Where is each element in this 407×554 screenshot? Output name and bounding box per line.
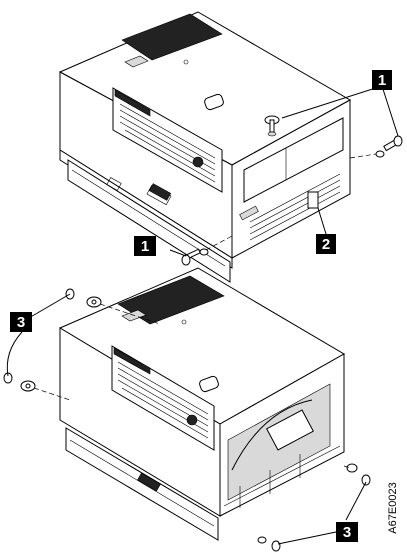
svg-text:3: 3: [17, 314, 25, 331]
figure-id-text: A67E0023: [387, 482, 399, 533]
figure-id: A67E0023: [386, 468, 400, 548]
leader-3-right-b: [278, 532, 336, 544]
leader-bezel-2: [318, 208, 326, 234]
callout-2-bezel: 2: [316, 234, 336, 254]
top-drive-label-logo: [193, 157, 203, 167]
svg-text:2: 2: [322, 236, 330, 253]
leader-top-1-b: [382, 86, 398, 136]
callout-3-left: 3: [10, 312, 32, 332]
bottom-drive-screw-lower-left: [4, 373, 35, 391]
callout-1-bottom-left: 1: [134, 236, 156, 256]
bottom-drive-label-logo: [187, 415, 197, 425]
bottom-drive-screw-right-lower: [258, 537, 280, 551]
bottom-drive-screw-right-upper: [347, 464, 370, 485]
callout-3-right: 3: [336, 522, 358, 542]
leader-3-left-b: [7, 332, 22, 376]
svg-text:1: 1: [141, 238, 149, 255]
top-drive-screw-right: [376, 136, 402, 157]
bottom-drive-screw-upper-left: [66, 289, 101, 307]
screw-path-right: [350, 154, 376, 158]
top-drive-eject-button: [308, 192, 318, 208]
top-drive-assembly: [60, 12, 402, 282]
leader-3-right-a: [346, 482, 366, 520]
svg-text:1: 1: [378, 72, 386, 89]
svg-text:3: 3: [343, 524, 351, 541]
callout-1-top-right: 1: [372, 70, 392, 90]
bottom-drive-assembly: [4, 268, 370, 551]
